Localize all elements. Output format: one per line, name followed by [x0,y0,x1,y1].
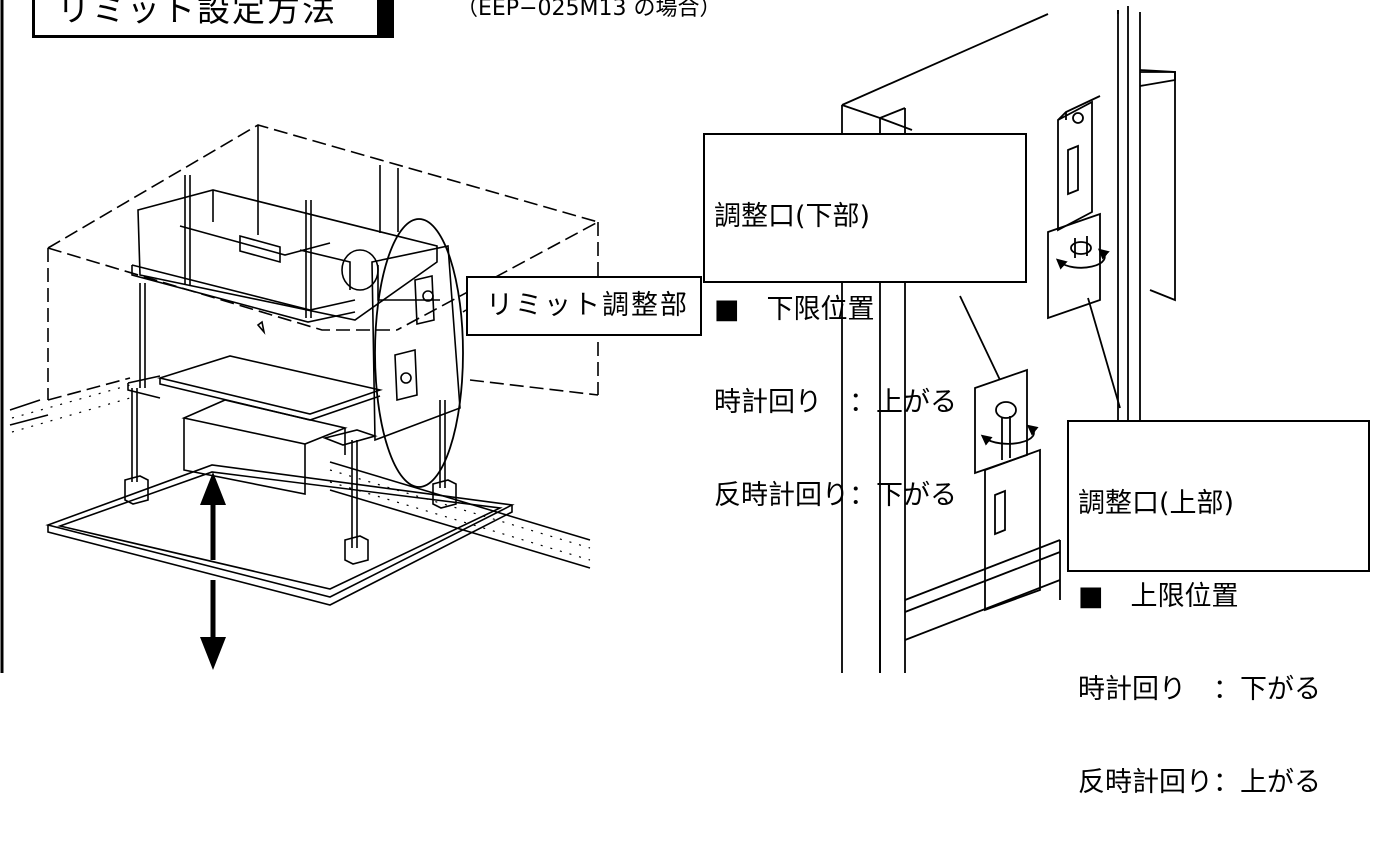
lower-port-counterclockwise: 反時計回り：下がる [714,480,957,511]
arrow-up-icon [200,472,226,505]
lower-adjustment-port [974,368,1041,612]
arrow-down-icon [200,637,226,670]
upper-port-callout: 調整口(上部) ■ 上限位置 時計回り ：下がる 反時計回り：上がる [1067,420,1370,798]
middle-shelf [157,355,383,415]
diagram-drawing [0,0,1176,673]
chassis-side-panel [371,245,461,442]
limit-adjuster-label: リミット調整部 [466,276,702,336]
model-subtitle: （EEP−025M13 の場合） [456,0,722,21]
upper-port-position: ■ 上限位置 [1078,581,1239,612]
lower-port-clockwise: 時計回り ：上がる [714,387,957,418]
limit-leader [462,309,467,313]
unit-isometric-drawing [9,124,601,606]
hanging-rods [131,175,446,548]
page-title: リミット設定方法 [32,0,380,38]
lower-box [181,399,348,495]
lower-port-callout: 調整口(下部) ■ 下限位置 時計回り ：上がる 反時計回り：下がる [703,133,1027,511]
upper-port-heading: 調整口(上部) [1078,488,1235,519]
floor-frame [45,464,515,606]
chassis-top [131,189,440,323]
lower-port-position: ■ 下限位置 [714,294,875,325]
limit-area-circle [374,218,464,488]
ceiling-plane [11,384,591,561]
upper-port-clockwise: 時計回り ：下がる [1078,674,1321,705]
up-down-arrows [200,472,226,670]
lower-port-heading: 調整口(下部) [714,201,871,232]
upper-adjustment-port [1047,95,1110,320]
title-text: リミット設定方法 [57,0,337,29]
upper-leader-line [1087,297,1121,409]
lower-leader-line [959,295,1001,381]
limit-setting-diagram: リミット設定方法 （EEP−025M13 の場合） リミット調整部 調整口(下部… [0,0,1370,798]
ceiling-outline [47,124,601,401]
ceiling-wall-lines [9,125,399,426]
upper-port-counterclockwise: 反時計回り：上がる [1078,767,1321,798]
detail-drawing [841,6,1176,673]
